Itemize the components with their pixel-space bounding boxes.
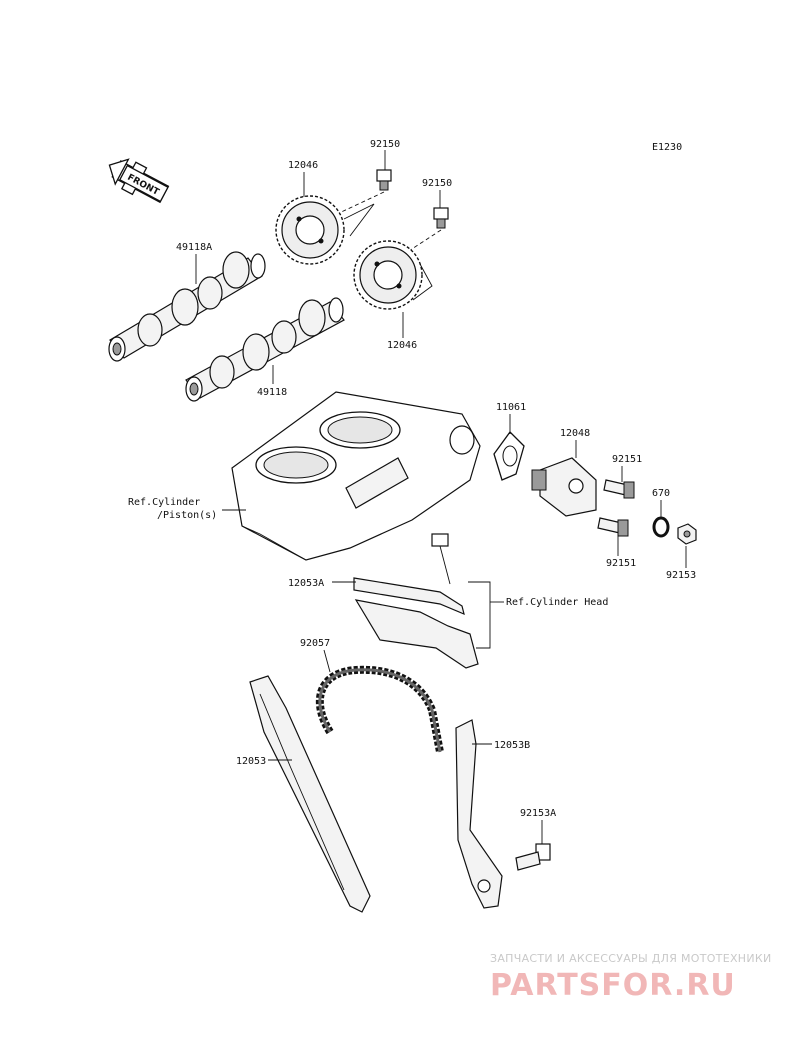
guide-12053B xyxy=(455,719,503,909)
watermark-brand: PARTSFOR.RU xyxy=(490,968,736,1003)
bolt-92151-upper xyxy=(603,479,635,499)
camshaft-49118A xyxy=(108,251,266,362)
chain-92057 xyxy=(315,665,444,753)
label-bolt-92151-lower: 92151 xyxy=(606,558,636,569)
label-gasket-11061: 11061 xyxy=(496,402,526,413)
sprocket-12046-top xyxy=(275,195,345,265)
ref-cylinder-head: Ref.Cylinder Head xyxy=(506,597,608,608)
watermark-tagline: ЗАПЧАСТИ И АКСЕССУАРЫ ДЛЯ МОТОТЕХНИКИ xyxy=(490,952,772,965)
bolt-92153A xyxy=(515,843,551,871)
label-guide-12053: 12053 xyxy=(236,756,266,767)
label-bolt-92153A: 92153A xyxy=(520,808,556,819)
label-o-ring-670: 670 xyxy=(652,488,670,499)
guide-12053A xyxy=(353,577,479,669)
label-bolt-92151-upper: 92151 xyxy=(612,454,642,465)
front-arrow-icon: FRONT xyxy=(108,158,170,204)
tensioner-12048 xyxy=(531,457,597,517)
label-sprocket-12046-top: 12046 xyxy=(288,160,318,171)
label-chain-92057: 92057 xyxy=(300,638,330,649)
o-ring-670 xyxy=(652,516,670,538)
guide-12053 xyxy=(249,675,371,913)
bolt-92151-lower xyxy=(597,517,629,537)
ref-cylinder-line2: /Piston(s) xyxy=(157,510,217,521)
cylinder-block xyxy=(231,391,481,561)
label-camshaft-49118: 49118 xyxy=(257,387,287,398)
gasket-11061 xyxy=(493,431,525,481)
diagram-code: E1230 xyxy=(652,142,682,153)
label-bolt-92150-lower: 92150 xyxy=(422,178,452,189)
bolt-guide-upper xyxy=(431,533,451,585)
label-tensioner-12048: 12048 xyxy=(560,428,590,439)
label-bolt-92150-top: 92150 xyxy=(370,139,400,150)
label-nut-92153: 92153 xyxy=(666,570,696,581)
leader-bracket-top xyxy=(343,203,375,237)
sprocket-12046-bottom xyxy=(353,240,423,310)
camshaft-49118 xyxy=(185,297,345,402)
label-camshaft-49118A: 49118A xyxy=(176,242,212,253)
label-guide-12053A: 12053A xyxy=(288,578,324,589)
label-guide-12053B: 12053B xyxy=(494,740,530,751)
nut-92153 xyxy=(677,523,697,545)
ref-cylinder-line1: Ref.Cylinder xyxy=(128,497,200,508)
label-sprocket-12046-bottom: 12046 xyxy=(387,340,417,351)
leader-bracket-bottom xyxy=(412,263,433,301)
